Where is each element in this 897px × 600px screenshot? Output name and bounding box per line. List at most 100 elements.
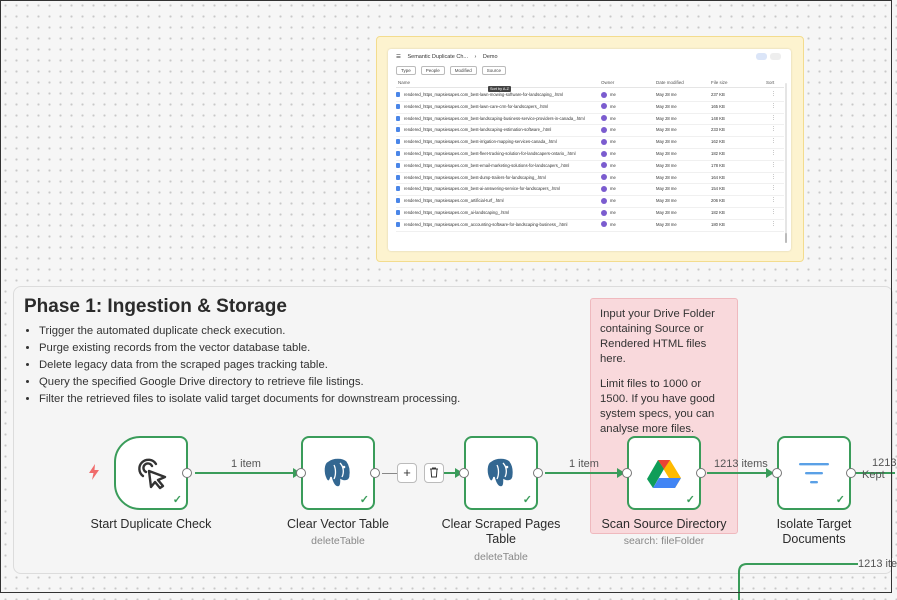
output-handle[interactable] xyxy=(533,468,543,478)
bullet-item: Purge existing records from the vector d… xyxy=(39,340,460,357)
file-modified: May 28 me xyxy=(656,151,677,156)
bullet-item: Filter the retrieved files to isolate va… xyxy=(39,391,460,408)
start-duplicate-check-node[interactable]: ✓ xyxy=(114,436,188,510)
html-file-icon xyxy=(396,139,400,145)
avatar xyxy=(601,91,607,98)
preview-sticky-note[interactable]: ☰ Semantic Duplicate Ch... › Demo Type P… xyxy=(376,36,804,262)
file-modified: May 28 me xyxy=(656,198,677,204)
table-row: rendered_https_mapsiesapes.com_artificia… xyxy=(396,195,784,208)
input-handle[interactable] xyxy=(772,468,782,478)
connection-edge[interactable] xyxy=(855,472,895,474)
file-owner: me xyxy=(610,174,616,180)
success-check-icon: ✓ xyxy=(359,494,369,506)
table-row: rendered_https_mapsiesapes.com_best-dump… xyxy=(396,172,784,185)
breadcrumb-parent: Semantic Duplicate Ch... xyxy=(407,54,468,60)
success-check-icon: ✓ xyxy=(172,494,182,506)
clear-scraped-pages-table-node[interactable]: ✓ xyxy=(464,436,538,510)
clear-vector-table-node[interactable]: ✓ xyxy=(301,436,375,510)
html-file-icon xyxy=(396,174,400,180)
file-name: rendered_https_mapsiesapes.com_best-land… xyxy=(404,115,585,121)
connection-edge[interactable] xyxy=(443,472,456,474)
filter-modified: Modified xyxy=(449,66,477,75)
success-check-icon: ✓ xyxy=(685,494,695,506)
note-text: Limit files to 1000 or 1500. If you have… xyxy=(600,378,715,435)
edge-label: 1 item xyxy=(231,458,261,470)
output-handle[interactable] xyxy=(370,468,380,478)
more-options-icon: ⋮ xyxy=(771,150,776,156)
postgres-elephant-icon xyxy=(323,457,352,488)
view-toggle xyxy=(756,53,781,60)
avatar xyxy=(601,115,607,122)
success-check-icon: ✓ xyxy=(522,494,532,506)
add-node-button[interactable]: + xyxy=(397,463,417,483)
table-row: rendered_https_mapsiesapes.com_best-ai-a… xyxy=(396,183,784,197)
more-options-icon: ⋮ xyxy=(771,220,776,227)
file-modified: May 28 me xyxy=(656,162,677,168)
more-options-icon: ⋮ xyxy=(771,197,776,204)
table-row: rendered_https_mapsiesapes.com_best-emai… xyxy=(396,160,784,173)
grid-view-icon xyxy=(770,53,781,60)
table-row: rendered_https_mapsiesapes.com_best-lawn… xyxy=(396,89,784,102)
input-handle[interactable] xyxy=(622,468,632,478)
more-options-icon: ⋮ xyxy=(771,91,776,97)
avatar xyxy=(601,103,607,110)
more-options-icon: ⋮ xyxy=(771,138,776,145)
isolate-target-documents-node[interactable]: ✓ xyxy=(777,436,851,510)
output-handle[interactable] xyxy=(696,468,706,478)
connection-edge[interactable] xyxy=(545,472,618,474)
file-name: rendered_https_mapsiesapes.com_best-lawn… xyxy=(404,92,563,97)
table-row: rendered_https_mapsiesapes.com_best-land… xyxy=(396,113,784,126)
file-name: rendered_https_mapsiesapes.com_accountin… xyxy=(404,221,568,227)
filter-source: Source xyxy=(481,66,507,75)
file-size: 237 KB xyxy=(711,92,725,97)
file-modified: May 28 me xyxy=(656,221,677,227)
table-header: Name Owner Date modified File size Sort xyxy=(396,79,784,88)
file-size: 178 KB xyxy=(711,162,725,168)
phase-title: Phase 1: Ingestion & Storage xyxy=(24,296,287,317)
bullet-item: Query the specified Google Drive directo… xyxy=(39,374,460,391)
input-handle[interactable] xyxy=(296,468,306,478)
html-file-icon xyxy=(396,103,400,109)
breadcrumb-current: Demo xyxy=(482,54,498,60)
avatar xyxy=(601,162,607,169)
node-subtitle: deleteTable xyxy=(474,551,528,563)
more-options-icon: ⋮ xyxy=(771,102,776,109)
file-modified: May 28 me xyxy=(656,127,677,133)
output-handle[interactable] xyxy=(846,468,856,478)
list-view-icon xyxy=(756,53,767,60)
edge-label: 1213 xyxy=(872,457,897,469)
html-file-icon xyxy=(396,162,400,168)
scrollbar xyxy=(785,83,787,243)
connection-edge[interactable] xyxy=(195,472,293,474)
html-file-icon xyxy=(396,151,400,156)
file-modified: May 28 me xyxy=(656,174,677,180)
file-owner: me xyxy=(610,221,616,227)
file-owner: me xyxy=(610,210,616,215)
connection-edge[interactable] xyxy=(707,472,767,474)
avatar xyxy=(601,185,607,192)
input-handle[interactable] xyxy=(459,468,469,478)
node-label: Scan Source Directory xyxy=(601,517,727,531)
connection-edge[interactable] xyxy=(735,560,895,600)
avatar xyxy=(601,174,607,181)
google-drive-icon xyxy=(647,460,681,488)
file-modified: May 28 me xyxy=(656,186,677,192)
breadcrumb: ☰ Semantic Duplicate Ch... › Demo xyxy=(396,54,503,60)
delete-connection-button[interactable] xyxy=(424,463,444,483)
avatar xyxy=(601,197,607,204)
node-label: Start Duplicate Check xyxy=(90,517,212,531)
chevron-right-icon: › xyxy=(474,54,477,60)
connection-edge[interactable] xyxy=(382,473,398,474)
scan-source-directory-node[interactable]: ✓ xyxy=(627,436,701,510)
more-options-icon: ⋮ xyxy=(771,161,776,168)
file-size: 148 KB xyxy=(711,115,725,121)
trash-icon xyxy=(430,467,438,478)
col-modified: Date modified xyxy=(656,80,684,85)
avatar xyxy=(601,221,607,228)
file-name: rendered_https_mapsiesapes.com_best-irri… xyxy=(404,139,557,145)
output-handle[interactable] xyxy=(182,468,192,478)
avatar xyxy=(601,138,607,145)
file-size: 154 KB xyxy=(711,186,725,192)
edge-label: 1213 items xyxy=(714,458,768,470)
file-name: rendered_https_mapsiesapes.com_best-lawn… xyxy=(404,103,549,109)
